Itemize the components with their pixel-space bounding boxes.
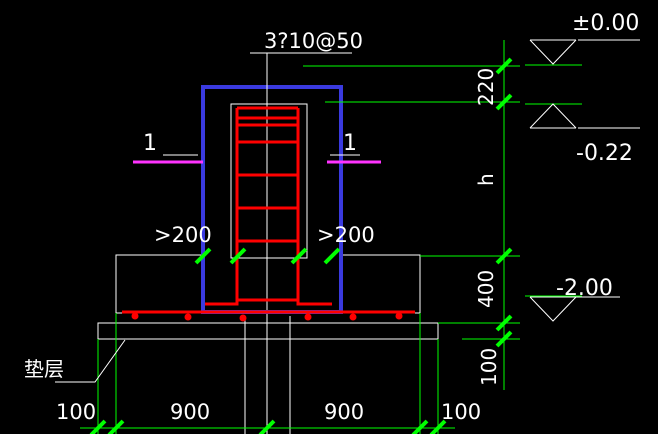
elevation-column-top: -0.22 — [576, 141, 633, 166]
horizontal-dimension-ticks — [89, 419, 447, 434]
stirrup-spec-label: 3?10@50 — [264, 29, 363, 53]
anchor-label-right: >200 — [317, 223, 375, 247]
dim-horizontal-right: 900 — [324, 400, 364, 424]
dim-horizontal-right-offset: 100 — [441, 400, 481, 424]
dim-horizontal-left: 900 — [170, 400, 210, 424]
vertical-dimension-ticks — [495, 57, 513, 348]
section-label-left: 1 — [143, 131, 157, 156]
cushion-layer — [97, 322, 439, 340]
rebar-dots — [131, 312, 403, 322]
anchor-ticks — [194, 247, 341, 265]
dim-vertical-middle: h — [474, 173, 498, 186]
leaders — [55, 52, 352, 383]
elevation-ground: ±0.00 — [572, 11, 639, 36]
dim-horizontal-left-offset: 100 — [56, 400, 96, 424]
section-label-right: 1 — [343, 131, 357, 156]
elevation-symbols — [529, 39, 640, 322]
dim-vertical-base: 400 — [474, 270, 498, 308]
labels: 3?10@50 1 1 >200 >200 垫层 ±0.00 -0.22 -2.… — [24, 11, 639, 424]
rebar-cage — [122, 106, 415, 314]
dim-vertical-cushion: 100 — [477, 348, 501, 386]
elevation-foundation: -2.00 — [556, 276, 613, 301]
anchor-label-left: >200 — [154, 223, 212, 247]
cushion-label: 垫层 — [24, 357, 64, 381]
dim-vertical-top: 220 — [474, 68, 498, 106]
